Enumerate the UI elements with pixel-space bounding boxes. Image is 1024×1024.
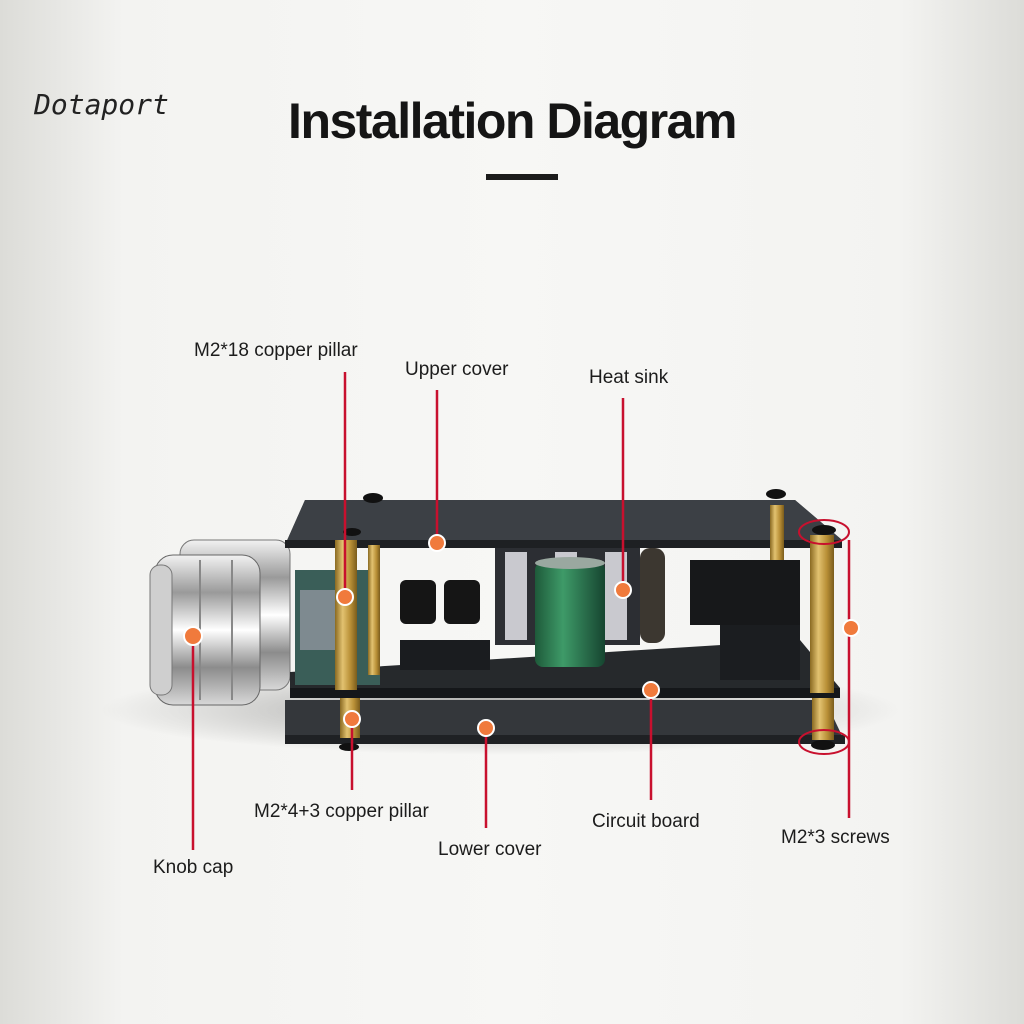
label-heat-sink: Heat sink — [589, 367, 668, 389]
label-circuit-board: Circuit board — [592, 811, 700, 833]
marker-heat-sink — [615, 582, 631, 598]
label-knob-cap: Knob cap — [153, 857, 233, 879]
marker-lower-cover — [478, 720, 494, 736]
label-screws: M2*3 screws — [781, 827, 890, 849]
marker-copper-pillar-18 — [337, 589, 353, 605]
marker-upper-cover — [429, 535, 445, 551]
marker-screws — [843, 620, 859, 636]
label-copper-pillar-4-3: M2*4+3 copper pillar — [254, 801, 429, 823]
marker-copper-pillar-4-3 — [344, 711, 360, 727]
label-copper-pillar-18: M2*18 copper pillar — [194, 340, 358, 362]
label-upper-cover: Upper cover — [405, 359, 509, 381]
upper-cover-part — [285, 489, 842, 548]
knob-cap-part — [150, 540, 290, 705]
marker-circuit-board — [643, 682, 659, 698]
label-lower-cover: Lower cover — [438, 839, 542, 861]
marker-knob-cap — [184, 627, 202, 645]
lower-cover-part — [285, 700, 845, 744]
